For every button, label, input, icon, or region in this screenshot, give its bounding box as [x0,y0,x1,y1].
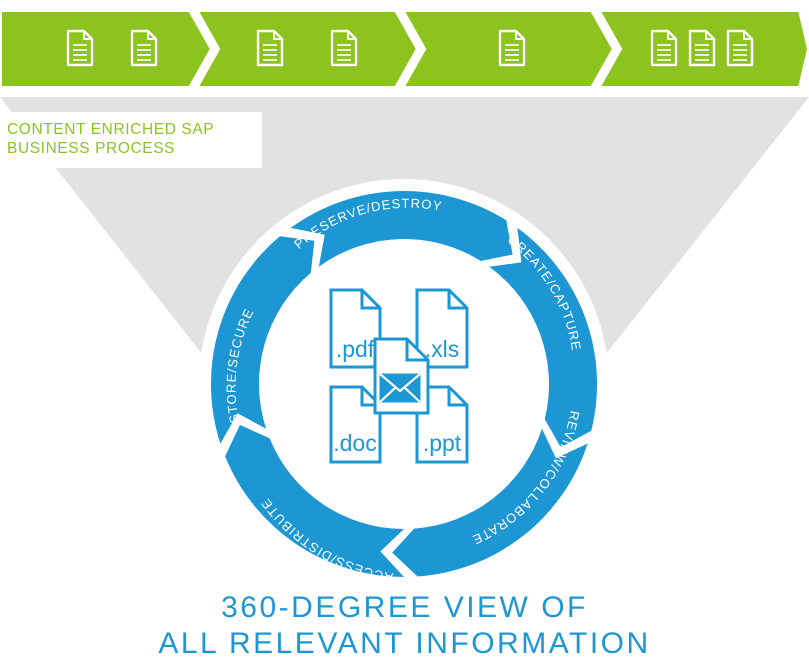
ring-segment-access-distribute [225,424,404,577]
svg-text:.xls: .xls [425,336,460,362]
svg-text:.pdf: .pdf [336,336,375,362]
document-icon [726,29,754,67]
ring-segment-store-secure [210,236,315,444]
ring-segment-review-collaborate [392,428,588,577]
document-icon [498,29,526,67]
xls-file-icon: .xls [415,288,469,369]
process-stage-4 [594,8,809,90]
file-type-icons: .pdf .xls .doc .ppt [329,288,469,464]
caption-line-1: 360-DEGREE VIEW OF [221,591,588,624]
pdf-file-icon: .pdf [329,288,382,369]
document-icon [688,29,716,67]
svg-text:.doc: .doc [333,430,376,456]
email-file-icon [373,337,430,415]
process-stage-2 [192,8,421,90]
ring-segment-create-capture [489,227,598,448]
subtitle-background [0,112,262,168]
process-label-line-2: BUSINESS PROCESS [7,140,176,157]
process-stage-1 [0,8,215,90]
process-stage-3 [398,8,617,90]
lifecycle-ring [210,191,598,577]
svg-text:.ppt: .ppt [423,430,462,456]
caption-line-2: ALL RELEVANT INFORMATION [158,627,651,660]
document-icon [650,29,678,67]
document-icon [330,29,358,67]
process-chevron-bar [0,8,809,90]
doc-file-icon: .doc [329,385,382,464]
process-label-line-1: CONTENT ENRICHED SAP [7,121,215,138]
document-icon [256,29,284,67]
document-icon [130,29,158,67]
ring-segment-preserve-destroy [290,191,513,267]
document-icon [66,29,94,67]
process-label: CONTENT ENRICHED SAP BUSINESS PROCESS [7,120,214,158]
